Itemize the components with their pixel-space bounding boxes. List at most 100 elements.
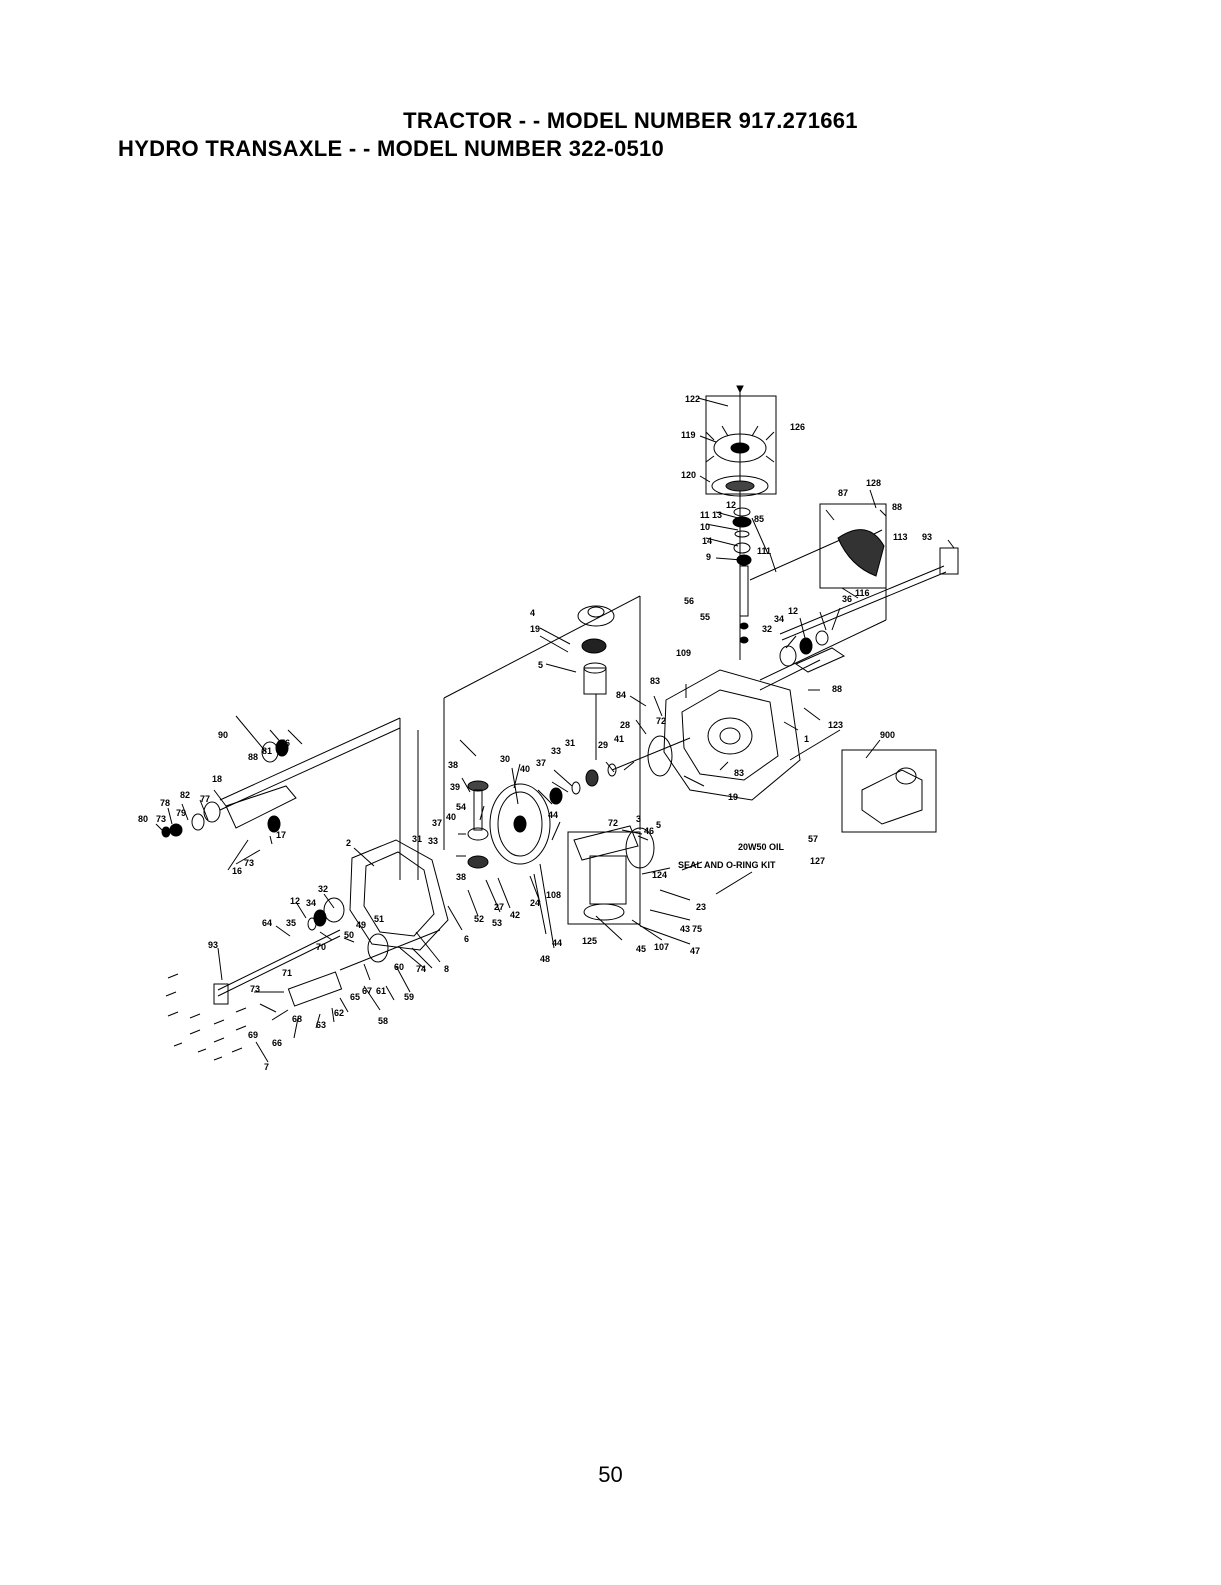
callout-73: 73: [156, 814, 166, 824]
callout-72: 72: [656, 716, 666, 726]
bolt-set-icon: [165, 973, 247, 1061]
callout-14: 14: [702, 536, 712, 546]
callout-127: 127: [810, 856, 825, 866]
callout-46: 46: [644, 826, 654, 836]
fan-inset-box: [705, 395, 777, 495]
callout-44: 44: [548, 810, 558, 820]
callout-38: 38: [448, 760, 458, 770]
callout-36: 36: [842, 594, 852, 604]
brake-arm-icon: [225, 785, 297, 829]
callout-71: 71: [282, 968, 292, 978]
callout-72: 72: [608, 818, 618, 828]
callout-60: 60: [394, 962, 404, 972]
note-seal-kit: SEAL AND O-RING KIT: [678, 860, 776, 870]
callout-2: 2: [346, 838, 351, 848]
callout-70: 70: [316, 942, 326, 952]
callout-33: 33: [551, 746, 561, 756]
callout-37: 37: [432, 818, 442, 828]
callout-119: 119: [681, 430, 696, 440]
callout-113: 113: [893, 532, 908, 542]
callout-73: 73: [250, 984, 260, 994]
callout-7: 7: [264, 1062, 269, 1072]
callout-109: 109: [676, 648, 691, 658]
callout-82: 82: [180, 790, 190, 800]
callout-30: 30: [500, 754, 510, 764]
callout-88: 88: [248, 752, 258, 762]
callout-24: 24: [530, 898, 540, 908]
callout-13: 13: [712, 510, 722, 520]
center-section-box: [567, 831, 641, 925]
callout-47: 47: [690, 946, 700, 956]
callout-90: 90: [218, 730, 228, 740]
callout-76: 76: [280, 738, 290, 748]
callout-12: 12: [726, 500, 736, 510]
callout-49: 49: [356, 920, 366, 930]
callout-125: 125: [582, 936, 597, 946]
callout-93: 93: [208, 940, 218, 950]
callout-88: 88: [832, 684, 842, 694]
callout-5: 5: [656, 820, 661, 830]
callout-32: 32: [318, 884, 328, 894]
callout-38: 38: [456, 872, 466, 882]
callout-69: 69: [248, 1030, 258, 1040]
callout-5: 5: [538, 660, 543, 670]
callout-8: 8: [444, 964, 449, 974]
callout-33: 33: [428, 836, 438, 846]
transaxle-housing-icon: [663, 659, 841, 801]
callout-61: 61: [376, 986, 386, 996]
callout-9: 9: [706, 552, 711, 562]
callout-56: 56: [684, 596, 694, 606]
callout-900: 900: [880, 730, 895, 740]
callout-78: 78: [160, 798, 170, 808]
callout-19: 19: [728, 792, 738, 802]
callout-44: 44: [552, 938, 562, 948]
callout-62: 62: [334, 1008, 344, 1018]
callout-50: 50: [344, 930, 354, 940]
callout-34: 34: [774, 614, 784, 624]
callout-6: 6: [464, 934, 469, 944]
callout-74: 74: [416, 964, 426, 974]
callout-40: 40: [520, 764, 530, 774]
callout-81: 81: [262, 746, 272, 756]
callout-17: 17: [276, 830, 286, 840]
callout-31: 31: [565, 738, 575, 748]
page-title-transaxle: HYDRO TRANSAXLE - - MODEL NUMBER 322-051…: [118, 136, 665, 161]
callout-79: 79: [176, 808, 186, 818]
callout-54: 54: [456, 802, 466, 812]
callout-12: 12: [788, 606, 798, 616]
callout-51: 51: [374, 914, 384, 924]
callout-126: 126: [790, 422, 805, 432]
callout-108: 108: [546, 890, 561, 900]
callout-42: 42: [510, 910, 520, 920]
callout-116: 116: [855, 588, 870, 598]
callout-84: 84: [616, 690, 626, 700]
callout-59: 59: [404, 992, 414, 1002]
callout-124: 124: [652, 870, 667, 880]
callout-68: 68: [292, 1014, 302, 1024]
callout-107: 107: [654, 942, 669, 952]
callout-32: 32: [762, 624, 772, 634]
callout-80: 80: [138, 814, 148, 824]
callout-85: 85: [754, 514, 764, 524]
callout-16: 16: [232, 866, 242, 876]
callout-77: 77: [200, 794, 210, 804]
callout-53: 53: [492, 918, 502, 928]
callout-48: 48: [540, 954, 550, 964]
callout-73: 73: [244, 858, 254, 868]
callout-58: 58: [378, 1016, 388, 1026]
callout-10: 10: [700, 522, 710, 532]
callout-57: 57: [808, 834, 818, 844]
callout-34: 34: [306, 898, 316, 908]
note-oil: 20W50 OIL: [738, 842, 785, 852]
callout-19: 19: [530, 624, 540, 634]
callout-65: 65: [350, 992, 360, 1002]
callout-122: 122: [685, 394, 700, 404]
callout-29: 29: [598, 740, 608, 750]
page-number: 50: [598, 1462, 623, 1487]
callout-88: 88: [892, 502, 902, 512]
callout-63: 63: [316, 1020, 326, 1030]
pulley-icon: [711, 475, 769, 497]
callout-67: 67: [362, 986, 372, 996]
callout-35: 35: [286, 918, 296, 928]
callout-18: 18: [212, 774, 222, 784]
